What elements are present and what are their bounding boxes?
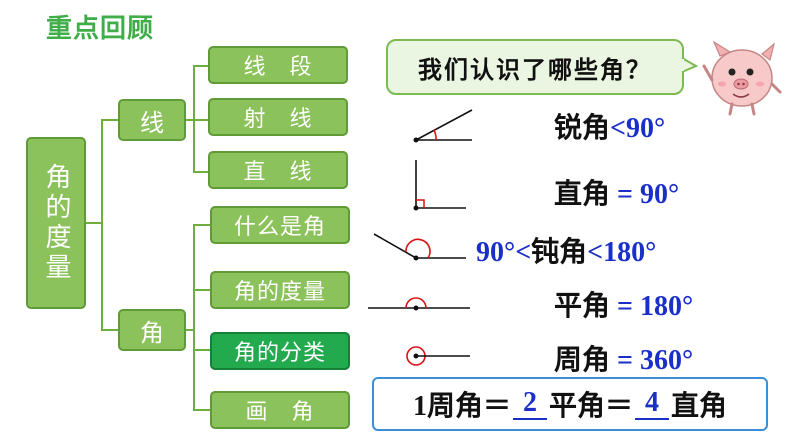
leaf-angle-classification[interactable]: 角的分类: [210, 332, 350, 370]
full-label: 周角 = 360°: [554, 338, 693, 378]
straight-angle-figure: [368, 297, 470, 311]
acute-label: 锐角<90°: [554, 106, 665, 146]
relation-answer-1[interactable]: 2: [512, 388, 547, 420]
speech-bubble: 我们认识了哪些角？: [386, 39, 684, 95]
right-relation: = 90°: [617, 179, 680, 210]
speech-tail: [680, 57, 698, 73]
right-name: 直角: [554, 179, 611, 210]
leaf-draw-angle[interactable]: 画 角: [210, 391, 350, 429]
leaf-line-segment[interactable]: 线 段: [208, 46, 348, 84]
root-node[interactable]: 角的度量: [26, 137, 86, 309]
relation-tail: 直角: [671, 391, 728, 422]
relation-answer-2[interactable]: 4: [635, 388, 669, 420]
pig-mascot-icon: [702, 40, 782, 116]
relation-mid: 平角＝: [548, 391, 633, 422]
acute-name: 锐角: [554, 113, 611, 144]
straight-name: 平角: [554, 291, 611, 322]
obtuse-prefix: 90°<: [476, 237, 532, 268]
speech-text: 我们认识了哪些角？: [418, 55, 652, 84]
leaf-what-is-angle[interactable]: 什么是角: [210, 206, 350, 244]
leaf-ray[interactable]: 射 线: [208, 98, 348, 136]
obtuse-label: 90°<钝角<180°: [476, 230, 656, 270]
full-angle-figure: [406, 346, 470, 366]
angle-figures: [368, 109, 473, 366]
straight-relation: = 180°: [617, 291, 694, 322]
right-label: 直角 = 90°: [554, 172, 679, 212]
full-name: 周角: [554, 345, 611, 376]
obtuse-name: 钝角: [531, 237, 588, 268]
obtuse-relation: <180°: [587, 237, 657, 268]
branch-line[interactable]: 线: [118, 99, 186, 141]
acute-relation: <90°: [610, 113, 666, 144]
leaf-straight-line[interactable]: 直 线: [208, 151, 348, 189]
right-angle-figure: [413, 160, 466, 211]
relation-lead: 1周角＝: [412, 391, 511, 422]
leaf-angle-measure[interactable]: 角的度量: [210, 271, 350, 309]
straight-label: 平角 = 180°: [554, 284, 693, 324]
branch-angle[interactable]: 角: [118, 309, 186, 351]
acute-angle-figure: [413, 109, 473, 143]
obtuse-angle-figure: [373, 233, 466, 261]
full-relation: = 360°: [617, 345, 694, 376]
page-title: 重点回顾: [46, 14, 155, 44]
